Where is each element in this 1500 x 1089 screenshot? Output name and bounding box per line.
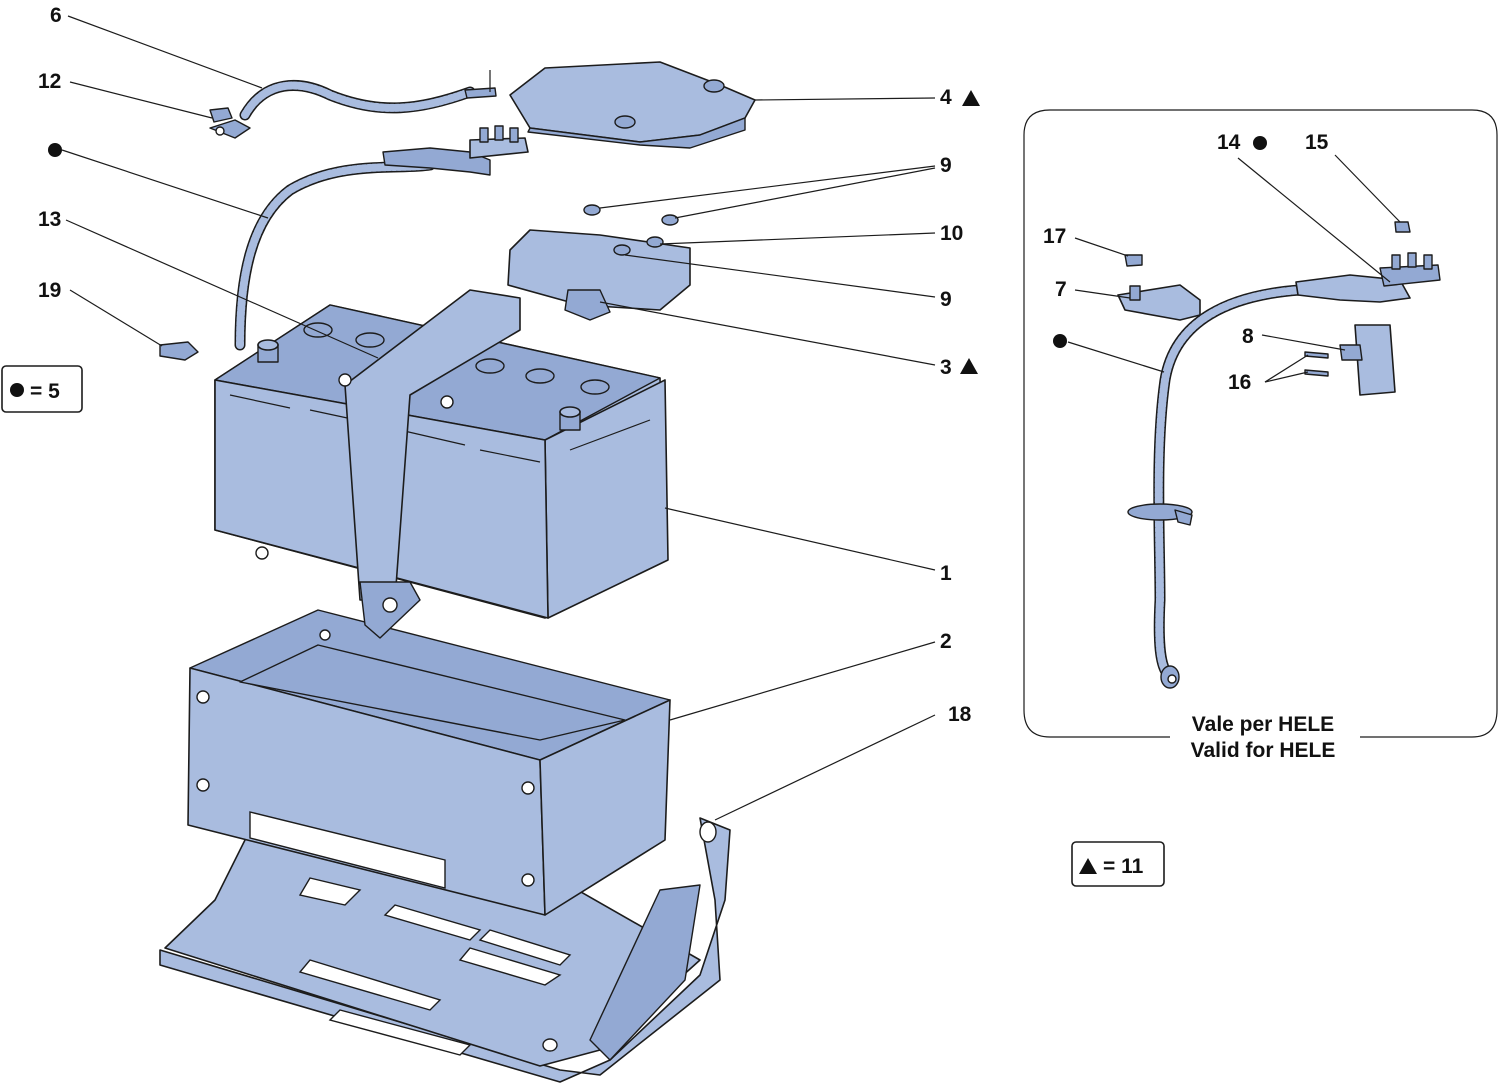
callout-10: 10 [940,222,963,245]
callout-6: 6 [50,4,62,27]
legend-triangle-text: = 11 [1103,855,1144,878]
inset-hele [1023,109,1498,738]
dot-symbol-icon [1053,334,1067,348]
callout-18: 18 [948,703,972,726]
dot-symbol-icon [10,383,24,397]
legend-dot-text: = 5 [30,380,60,403]
terminal-cover-4 [509,61,756,149]
hold-down-strap-13 [338,289,521,639]
leader-lines [61,15,936,821]
clip-19 [159,341,199,361]
callout-16: 16 [1228,371,1251,394]
legend-triangle-box: = 11 [1071,841,1165,887]
callout-15: 15 [1305,131,1329,154]
callout-1: 1 [940,562,952,585]
battery-box-2 [187,609,671,916]
callout-13: 13 [38,208,61,231]
nut-12 [209,107,233,123]
positive-cable-dot [234,125,529,351]
callout-3: 3 [940,356,952,379]
dot-symbol-icon [1253,136,1267,150]
triangle-symbol-icon [1079,858,1097,874]
callout-2: 2 [940,630,952,653]
inset-caption-line2: Valid for HELE [1191,739,1336,762]
callout-9b: 9 [940,288,952,311]
callout-12: 12 [38,70,61,93]
inset-caption-line1: Vale per HELE [1192,713,1334,736]
inset-frame [1023,109,1498,738]
callout-4: 4 [940,86,952,109]
callout-8: 8 [1242,325,1254,348]
callout-17: 17 [1043,225,1066,248]
callout-9a: 9 [940,154,952,177]
callout-19: 19 [38,279,61,302]
callout-7: 7 [1055,278,1067,301]
dot-symbol-icon [48,143,62,157]
triangle-symbol-icon [960,358,978,374]
cable-6 [209,70,497,139]
fuse-block-3 [507,204,691,321]
legend-dot-box: = 5 [1,365,83,413]
callout-14: 14 [1217,131,1241,154]
triangle-symbol-icon [962,90,980,106]
